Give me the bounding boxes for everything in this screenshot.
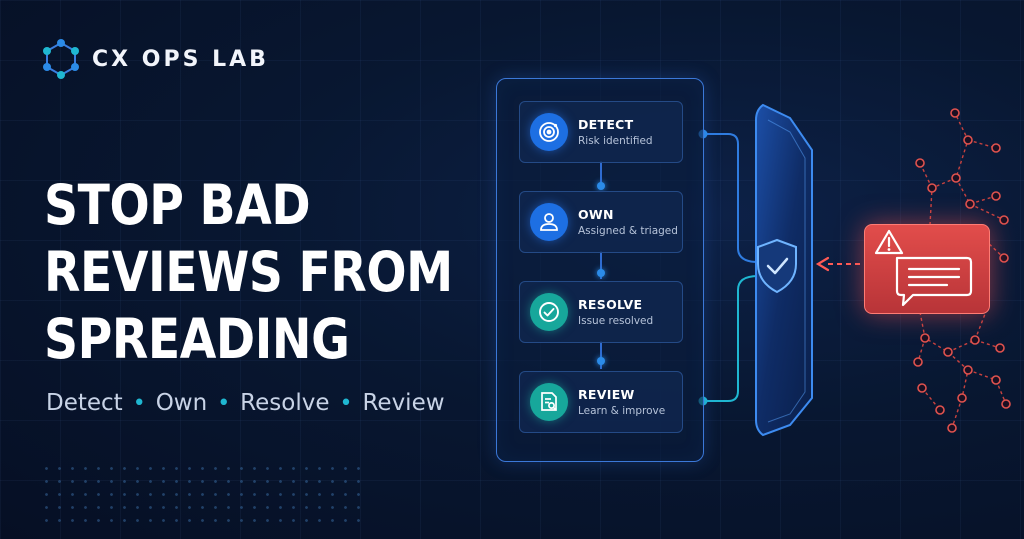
connector-top [703, 133, 759, 263]
headline-line-3: SPREADING [44, 307, 350, 371]
document-search-icon [530, 383, 568, 421]
tagline-separator: • [217, 390, 231, 416]
hexagon-network-icon [43, 39, 79, 79]
tagline-item-own: Own [155, 390, 208, 416]
check-circle-icon [530, 293, 568, 331]
step-review: REVIEW Learn & improve [519, 371, 683, 433]
tagline: Detect • Own • Resolve • Review [46, 390, 445, 416]
step-title: OWN [578, 207, 614, 222]
tagline-item-review: Review [362, 390, 445, 416]
connector-bottom [703, 275, 759, 402]
step-connector [600, 251, 602, 279]
step-subtitle: Assigned & triaged [578, 225, 678, 237]
brand-logo: CX OPS LAB [40, 38, 269, 80]
step-subtitle: Issue resolved [578, 315, 654, 327]
step-connector-dot [597, 357, 605, 365]
step-connector [600, 161, 602, 189]
decorative-dot-grid [40, 462, 370, 532]
tagline-item-detect: Detect [46, 390, 123, 416]
step-title: DETECT [578, 117, 634, 132]
headline-line-2: REVIEWS FROM [44, 240, 453, 304]
step-title: RESOLVE [578, 297, 643, 312]
step-own: OWN Assigned & triaged [519, 191, 683, 253]
step-resolve: RESOLVE Issue resolved [519, 281, 683, 343]
brand-name: CX OPS LAB [92, 46, 269, 72]
radar-target-icon [530, 113, 568, 151]
step-connector [600, 341, 602, 369]
headline-line-1: STOP BAD [44, 173, 311, 237]
spread-network-lines [917, 112, 1007, 429]
tagline-item-resolve: Resolve [240, 390, 330, 416]
attack-arrow-head [815, 256, 830, 272]
tagline-separator: • [132, 390, 146, 416]
alert-card [864, 224, 990, 314]
step-connector-dot [597, 269, 605, 277]
tagline-separator: • [339, 390, 353, 416]
shield-check-icon [757, 238, 797, 294]
step-subtitle: Risk identified [578, 135, 653, 147]
step-subtitle: Learn & improve [578, 405, 666, 417]
headline: STOP BAD REVIEWS FROM SPREADING [44, 172, 453, 373]
step-detect: DETECT Risk identified [519, 101, 683, 163]
warning-message-icon [874, 229, 973, 307]
process-panel: DETECT Risk identified OWN Assigned & tr… [496, 78, 704, 462]
spread-network-nodes [913, 108, 1011, 433]
step-title: REVIEW [578, 387, 635, 402]
user-icon [530, 203, 568, 241]
step-connector-dot [597, 182, 605, 190]
